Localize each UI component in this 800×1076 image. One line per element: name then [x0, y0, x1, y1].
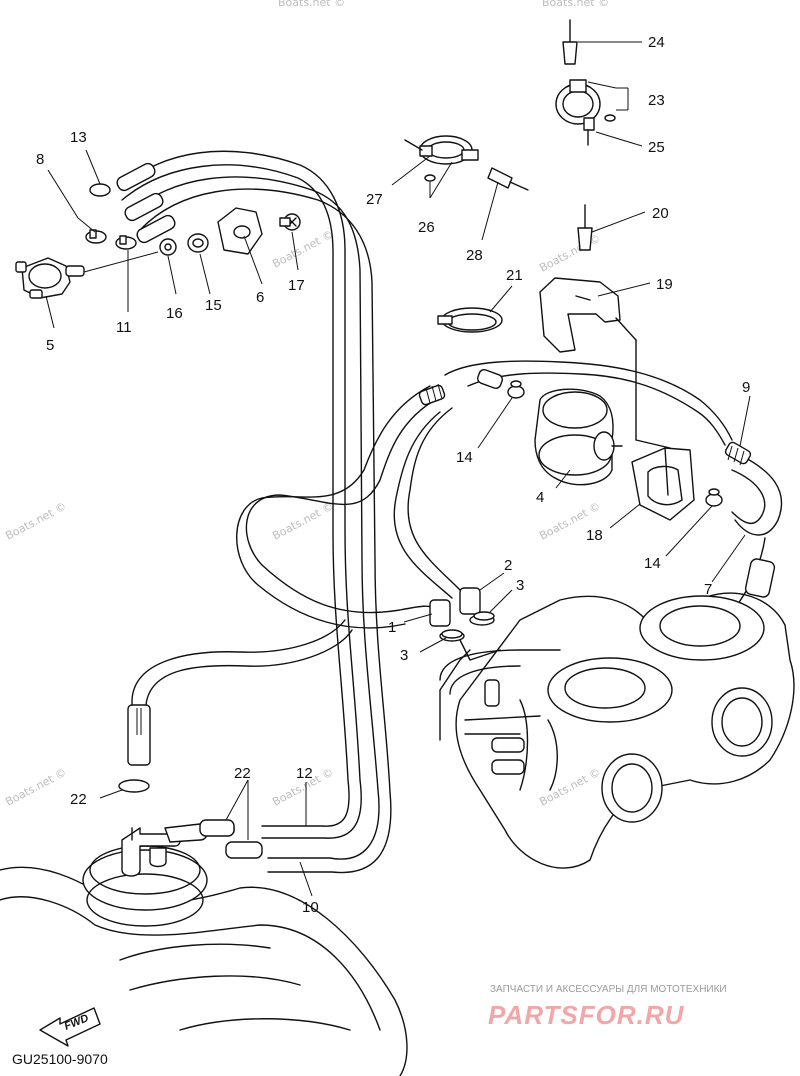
callout-14: 14 [456, 449, 473, 466]
hose-ends-top-left [116, 162, 176, 244]
grommet-6 [217, 207, 263, 255]
callout-1: 1 [388, 619, 396, 636]
callout-8: 8 [36, 151, 44, 168]
hose-clip-14-lower [705, 488, 723, 507]
clips-8-11-13 [85, 183, 137, 250]
callout-22: 22 [234, 765, 251, 782]
clamp-27 [404, 135, 479, 182]
hose-12-10-long [121, 150, 392, 874]
callout-5: 5 [46, 337, 54, 354]
callout-20: 20 [652, 205, 669, 222]
callout-18: 18 [586, 527, 603, 544]
valve-5 [15, 257, 85, 299]
washers-15-16 [159, 233, 209, 256]
hose-clamps-3 [441, 611, 495, 639]
callout-4: 4 [536, 489, 544, 506]
fwd-arrow-icon: FWD [39, 1007, 101, 1047]
callout-10: 10 [302, 899, 319, 916]
callout-27: 27 [366, 191, 383, 208]
watermark-text: Boats.net © [270, 500, 335, 543]
bracket-19 [539, 277, 671, 449]
screw-17 [279, 213, 301, 231]
callout-13: 13 [70, 129, 87, 146]
hose-clip-14-upper [507, 380, 525, 399]
callout-3: 3 [516, 577, 524, 594]
rivet-28 [487, 167, 529, 191]
hose-22-vent [127, 619, 353, 766]
callout-14: 14 [644, 555, 661, 572]
rivet-24 [562, 19, 578, 65]
callout-2: 2 [504, 557, 512, 574]
clamp-21 [437, 307, 503, 333]
callout-12: 12 [296, 765, 313, 782]
brand-logo: ЗАПЧАСТИ И АКСЕССУАРЫ ДЛЯ МОТОТЕХНИКИ PA… [488, 984, 727, 1030]
callout-19: 19 [656, 276, 673, 293]
watermark-text: Boats.net © [542, 0, 609, 9]
callout-3: 3 [400, 647, 408, 664]
canister-bracket-18 [631, 447, 695, 521]
watermark-text: Boats.net © [278, 0, 345, 9]
callout-11: 11 [116, 319, 132, 336]
leader-lines [45, 41, 751, 897]
callout-6: 6 [256, 289, 264, 306]
callout-23: 23 [648, 92, 665, 109]
hose-1-2-loop [236, 360, 733, 629]
brand-tagline: ЗАПЧАСТИ И АКСЕССУАРЫ ДЛЯ МОТОТЕХНИКИ [490, 984, 727, 995]
callout-15: 15 [205, 297, 222, 314]
callout-22: 22 [70, 791, 87, 808]
watermark-text: Boats.net © [270, 228, 335, 271]
callout-28: 28 [466, 247, 483, 264]
callout-24: 24 [648, 34, 665, 51]
watermark-text: Boats.net © [3, 500, 68, 543]
callout-9: 9 [742, 379, 750, 396]
callout-26: 26 [418, 219, 435, 236]
carburetor-assembly [439, 558, 795, 869]
brand-name: PARTSFOR.RU [488, 1000, 685, 1030]
clip-22-fittings [118, 779, 263, 859]
watermarks: Boats.net © Boats.net © Boats.net © Boat… [3, 0, 609, 809]
clamp-23 [555, 79, 616, 146]
canister-4 [534, 388, 623, 486]
callout-16: 16 [166, 305, 183, 322]
callout-numbers: 13 8 5 11 16 15 6 17 27 26 28 24 23 25 2… [36, 34, 750, 916]
callout-17: 17 [288, 277, 305, 294]
callout-25: 25 [648, 139, 665, 156]
corrugated-ends [418, 369, 752, 466]
watermark-text: Boats.net © [537, 766, 602, 809]
diagram-code: GU25100-9070 [12, 1051, 108, 1067]
watermark-text: Boats.net © [3, 766, 68, 809]
callout-7: 7 [704, 581, 712, 598]
callout-21: 21 [506, 267, 523, 284]
fuel-tank [0, 823, 408, 1076]
watermark-text: Boats.net © [537, 232, 602, 275]
rivet-20 [577, 204, 593, 251]
